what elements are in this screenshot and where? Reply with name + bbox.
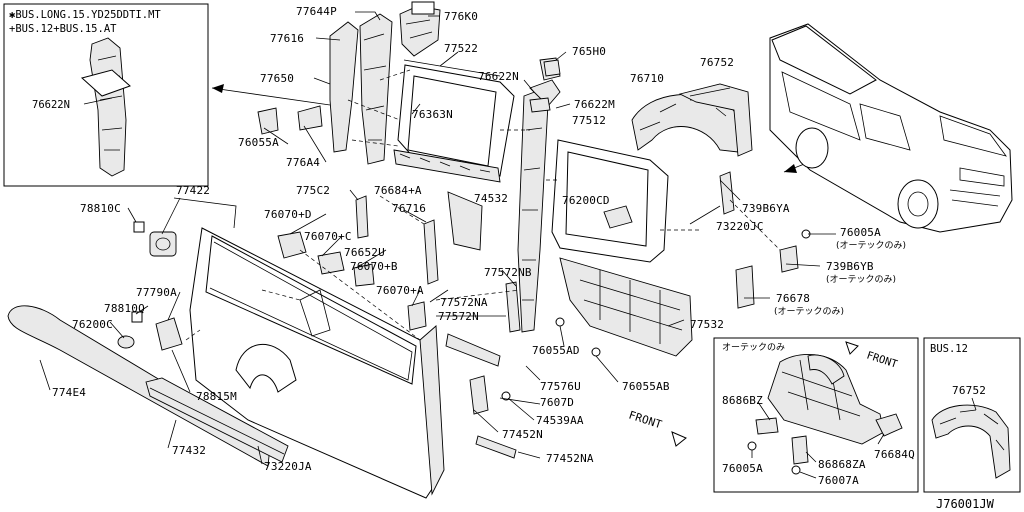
label-73986yb: 739B6YB [826, 260, 874, 273]
window-panel-77522 [397, 59, 515, 177]
label-77522: 77522 [444, 42, 478, 55]
front-pillar-parts [329, 1, 441, 165]
inset-ortech: オーテックのみ FRONT 8686BZ 76684Q 76005A 86868… [713, 337, 919, 493]
label-76055ab: 76055AB [622, 380, 670, 393]
label-74539aa: 74539AA [536, 414, 584, 427]
inset-ortech-part-8686bz: 8686BZ [722, 394, 763, 407]
inset-ortech-part-86868za: 86868ZA [818, 458, 866, 471]
inset-topleft: ✱BUS.LONG.15.YD25DDTI.MT +BUS.12+BUS.15.… [3, 3, 209, 187]
label-77572n: 77572N [438, 310, 479, 323]
rear-lower-panel-77532 [559, 257, 693, 357]
label-776a4: 776A4 [286, 156, 320, 169]
label-77532: 77532 [690, 318, 724, 331]
label-76678: 76678 [776, 292, 810, 305]
inset-bus12-title: BUS.12 [930, 343, 968, 355]
label-76200c: 76200C [72, 318, 113, 331]
inset-ortech-part-76005a: 76005A [722, 462, 763, 475]
inset-ortech-title: オーテックのみ [722, 342, 785, 353]
leader-lines [39, 11, 836, 465]
wheel-house-parts [631, 83, 753, 157]
part-labels: 77644P 776K0 77616 77522 765H0 77650 766… [52, 5, 906, 473]
note-76678: (オーテックのみ) [774, 306, 844, 317]
label-77650: 77650 [260, 72, 294, 85]
label-74532: 74532 [474, 192, 508, 205]
inset-ortech-part-76684q: 76684Q [874, 448, 915, 461]
front-arrow-main: FRONT [627, 408, 687, 447]
van-illustration [769, 23, 1013, 233]
inset-topleft-line2: +BUS.12+BUS.15.AT [9, 23, 117, 35]
diagram-code: J76001JW [936, 497, 995, 511]
label-76005a: 76005A [840, 226, 881, 239]
label-77422: 77422 [176, 184, 210, 197]
label-78815m: 78815M [196, 390, 237, 403]
label-76622m: 76622M [574, 98, 615, 111]
inset-bus12: BUS.12 76752 [923, 337, 1021, 493]
label-77512: 77512 [572, 114, 606, 127]
side-panel-77422 [189, 227, 445, 499]
front-label-main: FRONT [627, 408, 664, 431]
label-76070c: 76070+C [304, 230, 352, 243]
label-77576u: 77576U [540, 380, 581, 393]
label-776k0: 776K0 [444, 10, 478, 23]
label-765h0: 765H0 [572, 45, 606, 58]
small-brackets [117, 59, 811, 459]
label-775c2: 775C2 [296, 184, 330, 197]
label-77644p: 77644P [296, 5, 337, 18]
label-76710: 76710 [630, 72, 664, 85]
label-76200cd: 76200CD [562, 194, 610, 207]
inset-bus12-part-label: 76752 [952, 384, 986, 397]
inset-topleft-part-label: 76622N [32, 99, 70, 111]
label-78810c: 78810C [80, 202, 121, 215]
label-77572na: 77572NA [440, 296, 488, 309]
label-73220ja: 73220JA [264, 460, 312, 473]
note-76005a: (オーテックのみ) [836, 240, 906, 251]
label-77572nb: 77572NB [484, 266, 532, 279]
label-76363n: 76363N [412, 108, 453, 121]
label-77452n: 77452N [502, 428, 543, 441]
label-76716: 76716 [392, 202, 426, 215]
label-774e4: 774E4 [52, 386, 86, 399]
sill-parts [7, 305, 289, 467]
label-76652u: 76652U [344, 246, 385, 259]
label-77452na: 77452NA [546, 452, 594, 465]
label-78810q: 78810Q [104, 302, 145, 315]
label-77432: 77432 [172, 444, 206, 457]
label-77790a: 77790A [136, 286, 177, 299]
label-7607d: 7607D [540, 396, 574, 409]
inset-ortech-part-76007a: 76007A [818, 474, 859, 487]
label-76055a: 76055A [238, 136, 279, 149]
label-77616: 77616 [270, 32, 304, 45]
label-73986ya: 739B6YA [742, 202, 790, 215]
label-76070b: 76070+B [350, 260, 398, 273]
label-73220jc: 73220JC [716, 220, 764, 233]
note-73986yb: (オーテックのみ) [826, 274, 896, 285]
label-76070a: 76070+A [376, 284, 424, 297]
assembly-lines [185, 69, 781, 341]
inset-ortech-front-label: FRONT [865, 349, 899, 370]
label-76055ad: 76055AD [532, 344, 580, 357]
inset-topleft-line1: ✱BUS.LONG.15.YD25DDTI.MT [9, 9, 161, 21]
label-76622n: 76622N [478, 70, 519, 83]
label-76684a: 76684+A [374, 184, 422, 197]
label-76070d: 76070+D [264, 208, 312, 221]
label-76752: 76752 [700, 56, 734, 69]
